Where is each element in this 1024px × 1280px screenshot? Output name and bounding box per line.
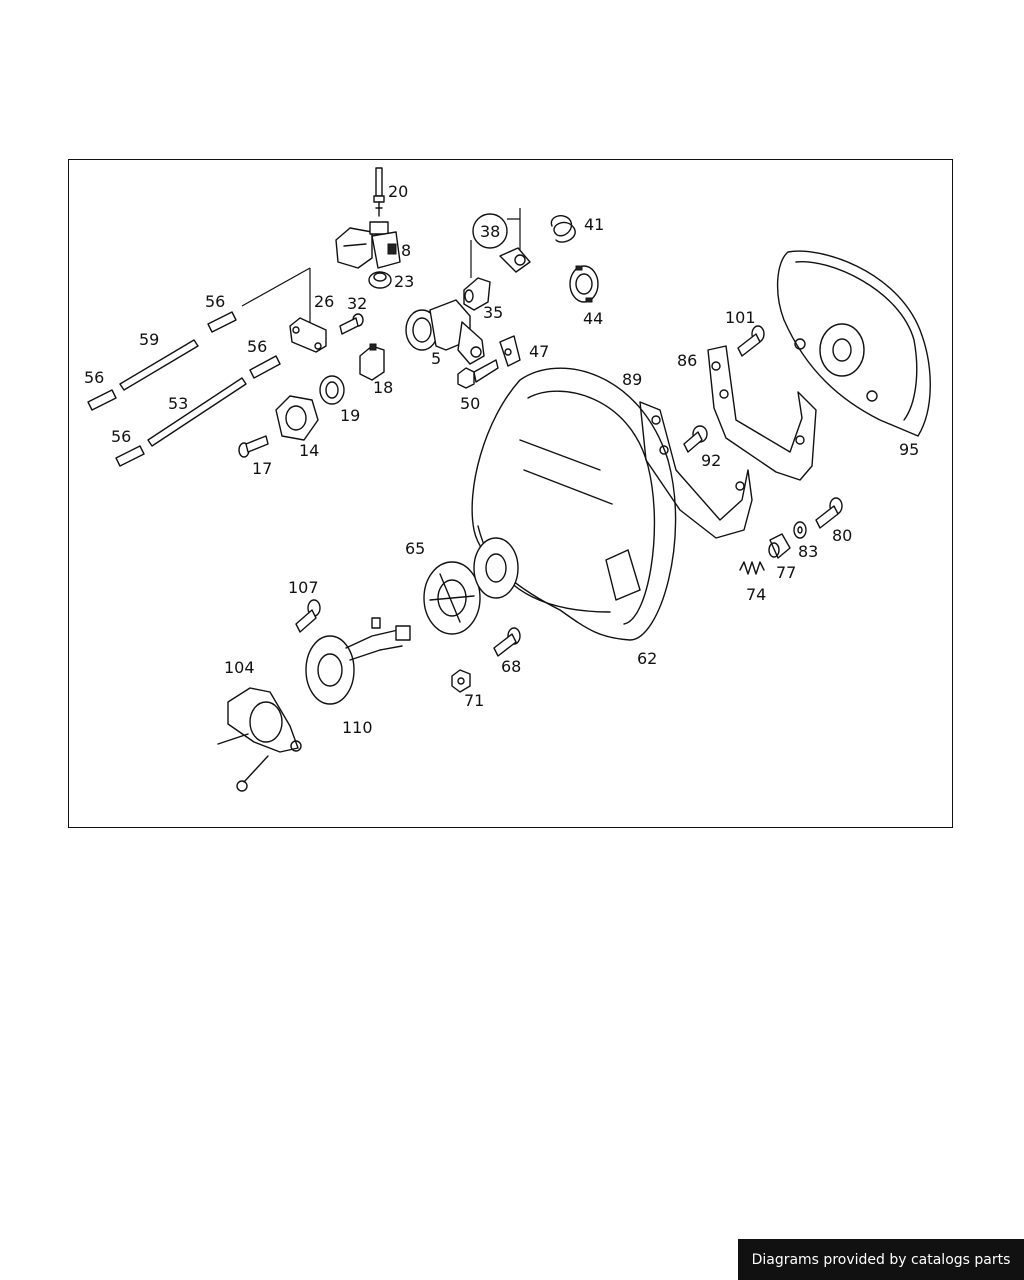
part-32-screw bbox=[339, 313, 364, 335]
callout-68: 68 bbox=[501, 657, 521, 676]
callout-74: 74 bbox=[746, 585, 766, 604]
part-18-switch bbox=[359, 343, 385, 381]
part-47-clip bbox=[499, 335, 521, 367]
callout-83: 83 bbox=[798, 542, 818, 561]
callout-14: 14 bbox=[299, 441, 319, 460]
callout-65: 65 bbox=[405, 539, 425, 558]
callout-47: 47 bbox=[529, 342, 549, 361]
part-44-lock-housing bbox=[569, 265, 599, 303]
callout-56-bottom: 56 bbox=[111, 427, 131, 446]
part-83-washer bbox=[793, 521, 807, 539]
part-68-bolt bbox=[493, 627, 521, 657]
parts-diagram-frame bbox=[68, 159, 953, 828]
callout-107: 107 bbox=[288, 578, 319, 597]
callout-77: 77 bbox=[776, 563, 796, 582]
callout-62: 62 bbox=[637, 649, 657, 668]
callout-89: 89 bbox=[622, 370, 642, 389]
part-80-screw bbox=[815, 497, 843, 529]
callout-92: 92 bbox=[701, 451, 721, 470]
part-20-pin bbox=[373, 167, 385, 217]
part-77-sleeve bbox=[768, 533, 791, 559]
part-17-screw bbox=[238, 435, 269, 458]
callout-8: 8 bbox=[401, 241, 411, 260]
part-14-cover bbox=[275, 395, 319, 441]
callout-labels: 20 8 23 38 41 56 26 32 35 44 101 59 56 5… bbox=[84, 182, 919, 737]
callout-104: 104 bbox=[224, 658, 255, 677]
part-104-bracket bbox=[217, 687, 302, 792]
callout-41: 41 bbox=[584, 215, 604, 234]
part-8-ignition-switch bbox=[335, 221, 401, 269]
callout-53: 53 bbox=[168, 394, 188, 413]
part-rods bbox=[87, 311, 281, 467]
callout-18: 18 bbox=[373, 378, 393, 397]
part-71-nut bbox=[451, 669, 471, 693]
callout-56-left: 56 bbox=[84, 368, 104, 387]
callout-38: 38 bbox=[480, 222, 500, 241]
callout-19: 19 bbox=[340, 406, 360, 425]
part-38-key-group bbox=[470, 208, 531, 278]
part-62-hub bbox=[473, 537, 519, 599]
callout-101: 101 bbox=[725, 308, 756, 327]
part-110-clock-spring bbox=[305, 617, 411, 705]
credit-badge: Diagrams provided by catalogs parts bbox=[738, 1239, 1024, 1280]
callout-35: 35 bbox=[483, 303, 503, 322]
part-35-lock-cylinder bbox=[463, 277, 491, 311]
part-5-lock-body bbox=[405, 299, 485, 365]
part-95-airbag-module bbox=[776, 250, 931, 437]
callout-56-top: 56 bbox=[205, 292, 225, 311]
part-65-cover bbox=[423, 561, 481, 635]
part-62-steering-wheel bbox=[471, 367, 677, 641]
callout-20: 20 bbox=[388, 182, 408, 201]
callout-71: 71 bbox=[464, 691, 484, 710]
callout-50: 50 bbox=[460, 394, 480, 413]
callout-23: 23 bbox=[394, 272, 414, 291]
part-89-plate bbox=[639, 401, 753, 539]
part-92-screw bbox=[683, 425, 708, 453]
part-19-ring bbox=[319, 375, 345, 405]
callout-44: 44 bbox=[583, 309, 603, 328]
credit-text: Diagrams provided by catalogs parts bbox=[751, 1251, 1011, 1268]
callout-17: 17 bbox=[252, 459, 272, 478]
callout-5: 5 bbox=[431, 349, 441, 368]
callout-59: 59 bbox=[139, 330, 159, 349]
callout-32: 32 bbox=[347, 294, 367, 313]
part-26-bracket bbox=[241, 267, 327, 353]
callout-80: 80 bbox=[832, 526, 852, 545]
part-101-screw bbox=[737, 325, 765, 357]
part-23-nut bbox=[368, 271, 392, 289]
callout-56-mid: 56 bbox=[247, 337, 267, 356]
part-86-plate bbox=[707, 345, 817, 481]
part-41-spring bbox=[550, 215, 576, 243]
part-50-bolt bbox=[457, 359, 499, 389]
part-107-screw bbox=[295, 599, 321, 633]
callout-26: 26 bbox=[314, 292, 334, 311]
callout-110: 110 bbox=[342, 718, 373, 737]
callout-95: 95 bbox=[899, 440, 919, 459]
part-74-spring bbox=[739, 561, 765, 575]
callout-86: 86 bbox=[677, 351, 697, 370]
